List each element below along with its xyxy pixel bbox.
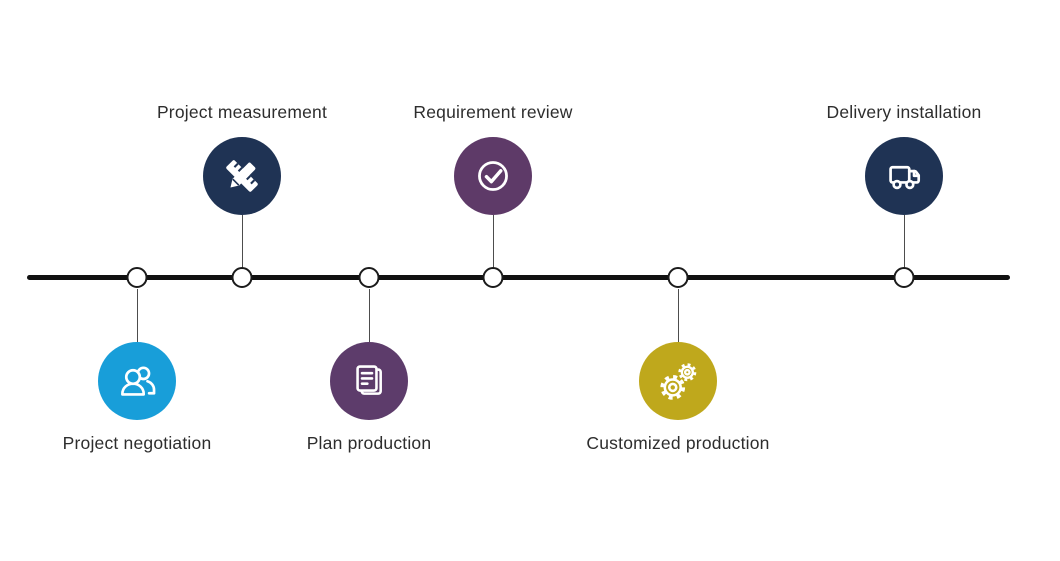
step-connector-line <box>368 289 370 342</box>
ruler-pencil-icon <box>221 155 263 197</box>
step-icon-circle <box>98 342 176 420</box>
step-connector-line <box>492 215 494 268</box>
step-label: Customized production <box>586 433 770 453</box>
timeline-node <box>126 267 148 288</box>
step-label: Project negotiation <box>62 433 212 453</box>
step-label: Requirement review <box>413 102 573 122</box>
checkmark-icon <box>472 155 514 197</box>
timeline-axis <box>27 275 1010 280</box>
step-connector-line <box>136 289 138 342</box>
timeline-node <box>358 267 380 288</box>
timeline-node <box>231 267 253 288</box>
step-connector-line <box>677 289 679 342</box>
timeline-node <box>482 267 504 288</box>
step-icon-circle <box>203 137 281 215</box>
step-icon-circle <box>639 342 717 420</box>
step-connector-line <box>903 215 905 268</box>
timeline-node <box>893 267 915 288</box>
timeline-node <box>667 267 689 288</box>
step-label: Project measurement <box>156 102 328 122</box>
step-label: Delivery installation <box>826 102 982 122</box>
document-icon <box>348 360 390 402</box>
step-label: Plan production <box>306 433 432 453</box>
gears-icon <box>657 360 699 402</box>
step-icon-circle <box>865 137 943 215</box>
truck-icon <box>883 155 925 197</box>
step-connector-line <box>241 215 243 268</box>
step-icon-circle <box>330 342 408 420</box>
people-icon <box>116 360 158 402</box>
step-icon-circle <box>454 137 532 215</box>
